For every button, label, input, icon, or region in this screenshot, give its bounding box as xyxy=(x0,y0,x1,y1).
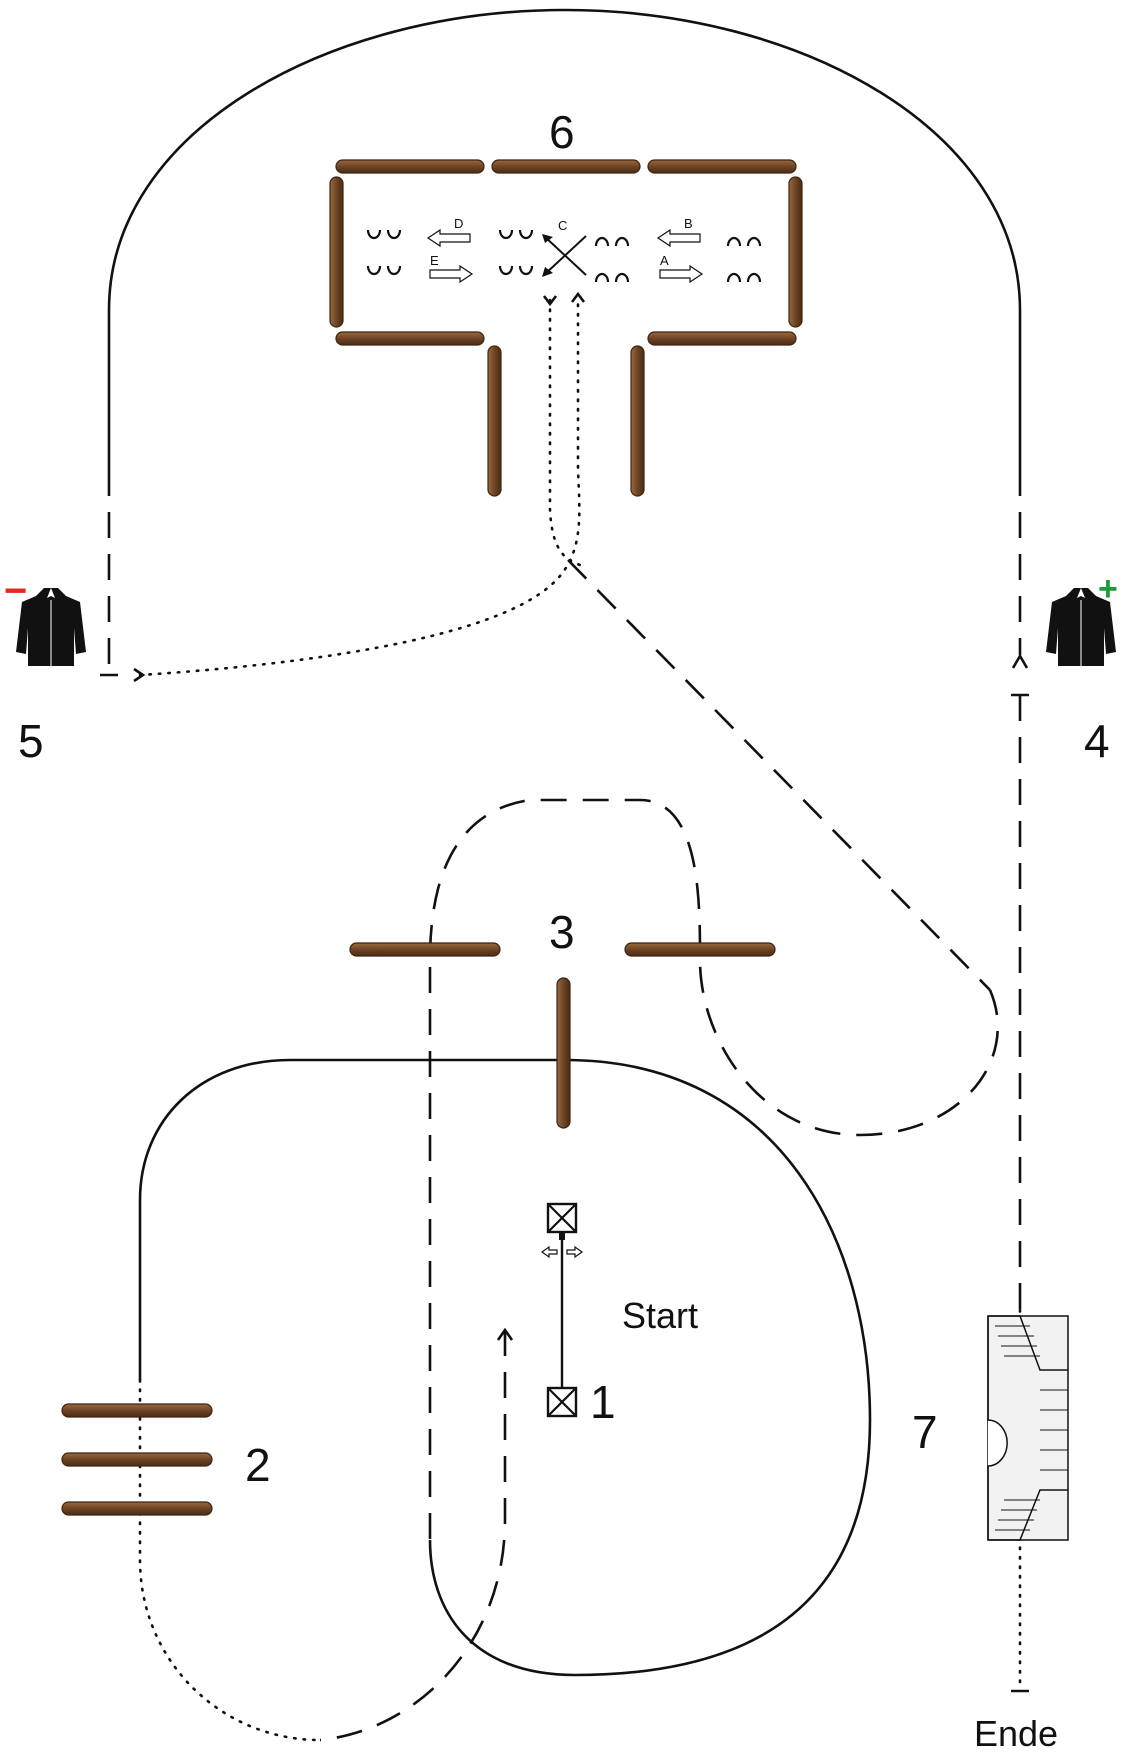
poles-station-2 xyxy=(61,1403,213,1516)
start-markers xyxy=(540,1202,584,1418)
bottom-left-return-path xyxy=(319,1330,507,1742)
pen-letter-b: B xyxy=(684,216,693,231)
loop-around-3 xyxy=(428,798,1000,1540)
bridge-icon xyxy=(987,1315,1069,1541)
label-3: 3 xyxy=(549,906,575,958)
plus-sign: + xyxy=(1098,570,1118,608)
outer-arc-path xyxy=(107,8,1022,470)
label-7: 7 xyxy=(912,1406,938,1458)
hoof-prints xyxy=(366,229,762,283)
left-solid-path xyxy=(138,1058,565,1380)
pen-letter-e: E xyxy=(430,253,439,268)
big-right-loop xyxy=(428,1058,872,1677)
label-2: 2 xyxy=(245,1439,271,1491)
arrow-right-e-icon xyxy=(429,264,474,284)
arrow-right-a-icon xyxy=(659,264,704,284)
minus-sign: − xyxy=(4,569,27,613)
coat-icon xyxy=(1046,588,1116,669)
arrow-left-b-icon xyxy=(656,228,701,248)
poles-station-3 xyxy=(349,942,776,1129)
end-label: Ende xyxy=(974,1713,1058,1754)
dotted-station2-path xyxy=(138,1378,322,1742)
pen-letter-a: A xyxy=(660,253,669,268)
coat-icon xyxy=(16,588,86,669)
diagonal-path xyxy=(567,559,991,991)
pen-letter-c: C xyxy=(558,218,567,233)
label-5: 5 xyxy=(18,715,44,767)
label-6: 6 xyxy=(549,106,575,158)
pen-letter-d: D xyxy=(454,216,463,231)
pen-station-6: D E C B A xyxy=(329,159,803,497)
arrow-left-d-icon xyxy=(426,228,471,248)
label-1: 1 xyxy=(590,1376,616,1428)
start-label: Start xyxy=(622,1295,698,1336)
label-4: 4 xyxy=(1084,715,1110,767)
dotted-entry-path xyxy=(138,298,581,677)
dotted-exit-path xyxy=(548,298,582,567)
